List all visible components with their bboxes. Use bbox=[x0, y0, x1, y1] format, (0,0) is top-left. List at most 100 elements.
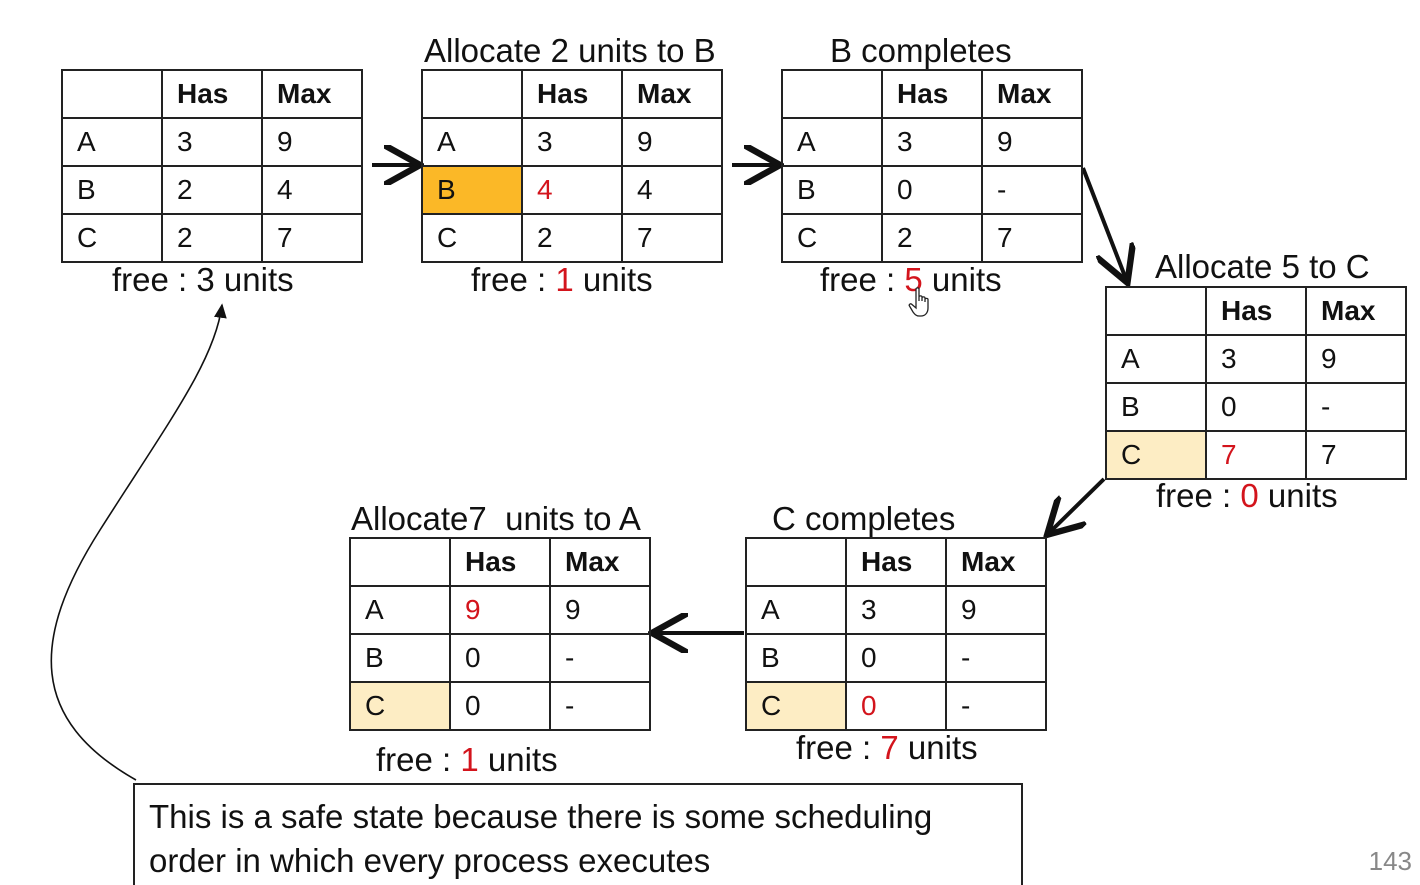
header-has: Has bbox=[449, 537, 551, 587]
max-value: 4 bbox=[261, 165, 363, 215]
header-max: Max bbox=[1305, 286, 1407, 336]
free-value: 7 bbox=[880, 729, 899, 766]
table-row: B 4 4 bbox=[421, 165, 723, 215]
process-name-highlighted: B bbox=[421, 165, 523, 215]
has-value: 0 bbox=[881, 165, 983, 215]
process-name-highlighted: C bbox=[349, 681, 451, 731]
process-name: B bbox=[781, 165, 883, 215]
process-name: C bbox=[61, 213, 163, 263]
has-value: 2 bbox=[161, 165, 263, 215]
table-row: A 3 9 bbox=[745, 585, 1047, 635]
has-value: 0 bbox=[845, 633, 947, 683]
process-name-highlighted: C bbox=[745, 681, 847, 731]
free-suffix: units bbox=[478, 741, 558, 778]
table-row: B 0 - bbox=[1105, 382, 1407, 432]
process-name: B bbox=[1105, 382, 1207, 432]
free-label: free : bbox=[112, 261, 197, 298]
header-max: Max bbox=[261, 69, 363, 119]
header-cell bbox=[1105, 286, 1207, 336]
free-label: free : bbox=[376, 741, 461, 778]
step-title-5: C completes bbox=[772, 500, 956, 537]
table-row: A 3 9 bbox=[61, 117, 363, 167]
has-value: 0 bbox=[1205, 382, 1307, 432]
header-cell bbox=[61, 69, 163, 119]
free-suffix: units bbox=[1258, 477, 1338, 514]
note-line-2: order in which every process executes bbox=[149, 842, 711, 879]
free-label: free : bbox=[796, 729, 881, 766]
max-value: - bbox=[981, 165, 1083, 215]
table-row: B 0 - bbox=[745, 633, 1047, 683]
max-value: 7 bbox=[261, 213, 363, 263]
free-suffix: units bbox=[573, 261, 653, 298]
has-value: 3 bbox=[1205, 334, 1307, 384]
table-row: C 2 7 bbox=[421, 213, 723, 263]
max-value: 7 bbox=[1305, 430, 1407, 480]
header-cell bbox=[745, 537, 847, 587]
max-value: - bbox=[945, 681, 1047, 731]
table-row: A 3 9 bbox=[421, 117, 723, 167]
page-number: 143 bbox=[1368, 846, 1412, 876]
max-value: 9 bbox=[945, 585, 1047, 635]
header-cell bbox=[349, 537, 451, 587]
process-name: A bbox=[1105, 334, 1207, 384]
header-max: Max bbox=[549, 537, 651, 587]
table-row: A 3 9 bbox=[1105, 334, 1407, 384]
max-value: - bbox=[945, 633, 1047, 683]
table-step-5: Has Max A 3 9 B 0 - C 0 - bbox=[745, 537, 1047, 731]
table-row: B 0 - bbox=[781, 165, 1083, 215]
max-value: 4 bbox=[621, 165, 723, 215]
process-name-highlighted: C bbox=[1105, 430, 1207, 480]
table-row: B 0 - bbox=[349, 633, 651, 683]
table-header-row: Has Max bbox=[61, 69, 363, 119]
free-units-step-4: free : 0 units bbox=[1156, 478, 1338, 514]
process-name: B bbox=[745, 633, 847, 683]
header-max: Max bbox=[621, 69, 723, 119]
free-units-step-6: free : 1 units bbox=[376, 742, 558, 778]
max-value: 7 bbox=[981, 213, 1083, 263]
free-suffix: units bbox=[214, 261, 294, 298]
max-value: 7 bbox=[621, 213, 723, 263]
free-suffix: units bbox=[898, 729, 978, 766]
safe-state-note: This is a safe state because there is so… bbox=[133, 783, 1023, 885]
process-name: A bbox=[745, 585, 847, 635]
table-row: C 2 7 bbox=[61, 213, 363, 263]
arrow-step3-to-step4 bbox=[1081, 167, 1126, 279]
has-value: 3 bbox=[845, 585, 947, 635]
free-label: free : bbox=[820, 261, 905, 298]
free-units-step-1: free : 3 units bbox=[112, 262, 294, 298]
table-row: B 2 4 bbox=[61, 165, 363, 215]
header-has: Has bbox=[845, 537, 947, 587]
table-row: C 0 - bbox=[745, 681, 1047, 731]
table-header-row: Has Max bbox=[1105, 286, 1407, 336]
free-label: free : bbox=[1156, 477, 1241, 514]
arrow-step4-to-step5 bbox=[1050, 477, 1106, 532]
process-name: B bbox=[349, 633, 451, 683]
max-value: 9 bbox=[1305, 334, 1407, 384]
header-max: Max bbox=[981, 69, 1083, 119]
has-value: 2 bbox=[161, 213, 263, 263]
step-title-2: Allocate 2 units to B bbox=[424, 32, 716, 69]
free-suffix: units bbox=[922, 261, 1002, 298]
has-value: 0 bbox=[449, 681, 551, 731]
header-has: Has bbox=[521, 69, 623, 119]
table-header-row: Has Max bbox=[781, 69, 1083, 119]
max-value: 9 bbox=[981, 117, 1083, 167]
free-value: 3 bbox=[196, 261, 215, 298]
has-value: 3 bbox=[521, 117, 623, 167]
free-label: free : bbox=[471, 261, 556, 298]
has-value: 3 bbox=[881, 117, 983, 167]
process-name: A bbox=[349, 585, 451, 635]
has-value-changed: 0 bbox=[845, 681, 947, 731]
free-value: 1 bbox=[555, 261, 574, 298]
arrow-note-to-start bbox=[50, 303, 227, 781]
has-value: 3 bbox=[161, 117, 263, 167]
header-max: Max bbox=[945, 537, 1047, 587]
max-value: 9 bbox=[261, 117, 363, 167]
table-header-row: Has Max bbox=[349, 537, 651, 587]
max-value: 9 bbox=[549, 585, 651, 635]
free-units-step-3: free : 5 units bbox=[820, 262, 1002, 298]
header-cell bbox=[421, 69, 523, 119]
free-value: 1 bbox=[460, 741, 479, 778]
process-name: C bbox=[421, 213, 523, 263]
